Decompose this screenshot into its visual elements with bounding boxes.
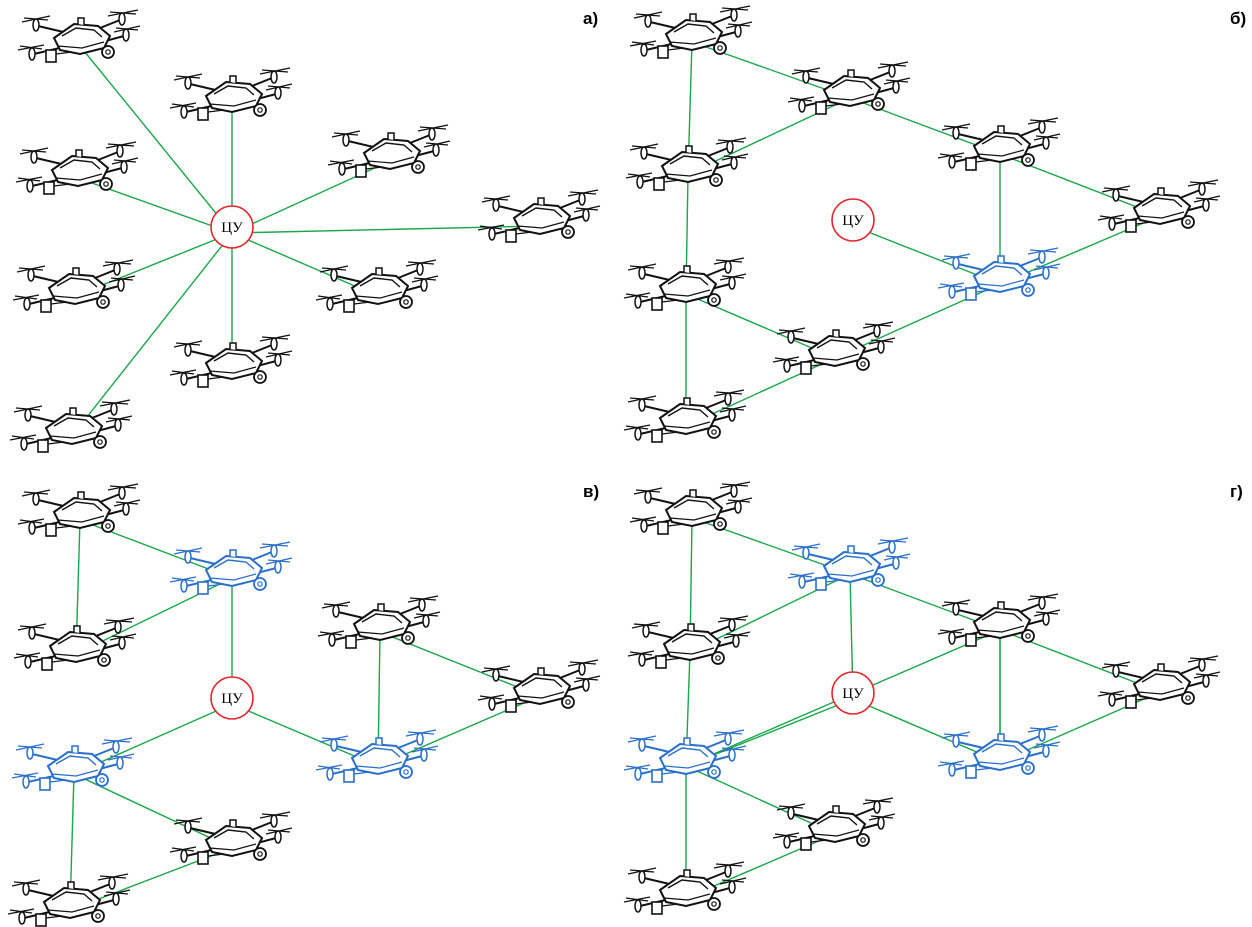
control-centers-layer: ЦУ ЦУ ЦУ ЦУ bbox=[210, 198, 875, 720]
control-center-label: ЦУ bbox=[842, 686, 864, 702]
control-center-circle bbox=[831, 198, 875, 242]
link-line bbox=[231, 232, 379, 297]
drone-icon bbox=[7, 873, 131, 927]
drone-icon bbox=[17, 9, 141, 63]
drone-icon bbox=[772, 321, 896, 375]
drone-icon bbox=[169, 334, 293, 388]
relay-drone-icon bbox=[169, 541, 293, 595]
drone-icon bbox=[623, 257, 747, 311]
drone-icon bbox=[315, 259, 439, 313]
link-line bbox=[79, 45, 233, 234]
drones-layer bbox=[7, 5, 1221, 927]
drone-icon bbox=[12, 259, 136, 313]
drone-icon bbox=[937, 593, 1061, 647]
drone-icon bbox=[169, 811, 293, 865]
drone-icon bbox=[625, 137, 749, 191]
control-center: ЦУ bbox=[210, 676, 254, 720]
panel-label-d: г) bbox=[1230, 482, 1243, 501]
drone-icon bbox=[477, 659, 601, 713]
panel-label-b: б) bbox=[1230, 9, 1246, 28]
control-center: ЦУ bbox=[831, 671, 875, 715]
link-line bbox=[71, 232, 233, 437]
drone-icon bbox=[17, 483, 141, 537]
drone-icon bbox=[15, 141, 139, 195]
drone-icon bbox=[787, 61, 911, 115]
drone-icon bbox=[629, 481, 753, 535]
relay-drone-icon bbox=[937, 725, 1061, 779]
relay-drone-icon bbox=[315, 729, 439, 783]
drone-icon bbox=[627, 615, 751, 669]
drone-icon bbox=[623, 389, 747, 443]
control-center-circle bbox=[831, 671, 875, 715]
relay-drone-icon bbox=[11, 737, 135, 791]
drone-icon bbox=[9, 399, 133, 453]
control-center-label: ЦУ bbox=[221, 220, 243, 236]
control-center-circle bbox=[210, 676, 254, 720]
panel-label-a: а) bbox=[583, 9, 598, 28]
drone-icon bbox=[477, 189, 601, 243]
control-center: ЦУ bbox=[831, 198, 875, 242]
relay-drone-icon bbox=[937, 247, 1061, 301]
drone-icon bbox=[1097, 179, 1221, 233]
links-layer bbox=[69, 41, 1161, 911]
panel-labels-layer: а) б) в) г) bbox=[583, 9, 1246, 501]
drone-icon bbox=[13, 617, 137, 671]
relay-drone-icon bbox=[787, 537, 911, 591]
panel-label-c: в) bbox=[583, 482, 599, 501]
drone-icon bbox=[623, 861, 747, 915]
relay-drone-icon bbox=[623, 729, 747, 783]
drone-icon bbox=[772, 797, 896, 851]
drone-icon bbox=[317, 595, 441, 649]
control-center-label: ЦУ bbox=[221, 691, 243, 707]
control-center: ЦУ bbox=[210, 205, 254, 249]
drone-icon bbox=[629, 5, 753, 59]
drone-icon bbox=[169, 67, 293, 121]
drone-icon bbox=[1097, 655, 1221, 709]
control-center-circle bbox=[210, 205, 254, 249]
link-line bbox=[852, 698, 1001, 763]
control-center-label: ЦУ bbox=[842, 213, 864, 229]
drone-icon bbox=[937, 117, 1061, 171]
drone-icon bbox=[327, 124, 451, 178]
